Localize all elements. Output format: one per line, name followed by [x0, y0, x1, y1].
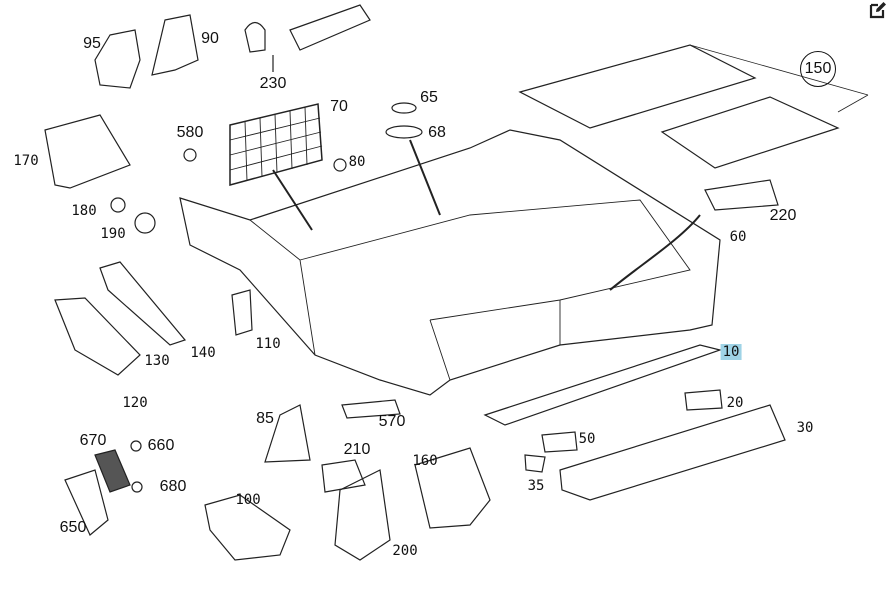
- label-660: 660: [147, 437, 175, 454]
- label-130: 130: [144, 353, 170, 369]
- mat-150-lower: [660, 96, 840, 169]
- label-170: 170: [13, 153, 39, 169]
- grommet-68: [385, 125, 423, 139]
- label-230: 230: [259, 75, 287, 92]
- clip-80: [333, 158, 347, 172]
- clip-230: [244, 21, 266, 53]
- label-190: 190: [100, 226, 126, 242]
- mat-150-upper: [518, 44, 757, 129]
- bracket-85: [264, 404, 311, 463]
- label-180: 180: [71, 203, 97, 219]
- label-65: 65: [420, 89, 438, 106]
- label-50: 50: [578, 431, 596, 447]
- label-80: 80: [348, 154, 366, 170]
- panel-160: [414, 447, 491, 529]
- label-68: 68: [428, 124, 446, 141]
- sill-30: [559, 404, 786, 501]
- bracket-650: [64, 469, 109, 536]
- label-35: 35: [527, 478, 545, 494]
- bracket-95: [94, 29, 141, 89]
- label-150: 150: [800, 51, 836, 87]
- clip-50: [541, 431, 578, 453]
- label-95: 95: [83, 35, 101, 52]
- label-110: 110: [255, 336, 281, 352]
- module-670: [94, 449, 131, 493]
- label-670: 670: [79, 432, 107, 449]
- label-200: 200: [392, 543, 418, 559]
- trim-230: [289, 4, 371, 51]
- label-650: 650: [59, 519, 87, 536]
- label-160: 160: [412, 453, 438, 469]
- label-85: 85: [256, 410, 274, 427]
- cargo-net-70: [229, 103, 323, 186]
- screw-680: [131, 481, 143, 493]
- label-210: 210: [343, 441, 371, 458]
- cap-65: [391, 102, 417, 114]
- screw-660: [130, 440, 142, 452]
- trunk-tub-60: [179, 129, 721, 396]
- label-220: 220: [769, 207, 797, 224]
- label-90: 90: [201, 30, 219, 47]
- bracket-220: [704, 179, 779, 211]
- label-60: 60: [729, 229, 747, 245]
- label-30: 30: [796, 420, 814, 436]
- plug-190: [134, 212, 156, 234]
- screw-180: [110, 197, 126, 213]
- label-120: 120: [122, 395, 148, 411]
- bracket-110: [231, 289, 253, 336]
- pad-570: [341, 399, 401, 419]
- cover-140: [99, 261, 187, 346]
- screw-580: [183, 148, 197, 162]
- grille-120: [54, 297, 141, 376]
- label-20: 20: [726, 395, 744, 411]
- plug-35: [524, 454, 546, 473]
- panel-170: [44, 114, 131, 189]
- bracket-100: [204, 494, 291, 561]
- label-140: 140: [190, 345, 216, 361]
- label-570: 570: [378, 413, 406, 430]
- label-100: 100: [235, 492, 261, 508]
- label-70: 70: [330, 98, 348, 115]
- label-580: 580: [176, 124, 204, 141]
- clip-20: [684, 389, 723, 411]
- label-680: 680: [159, 478, 187, 495]
- cover-210: [321, 459, 366, 493]
- bracket-200: [334, 469, 391, 561]
- edit-icon[interactable]: [868, 0, 888, 20]
- label-10-highlighted[interactable]: 10: [720, 344, 742, 360]
- bracket-90: [151, 14, 199, 76]
- sill-10: [483, 344, 723, 426]
